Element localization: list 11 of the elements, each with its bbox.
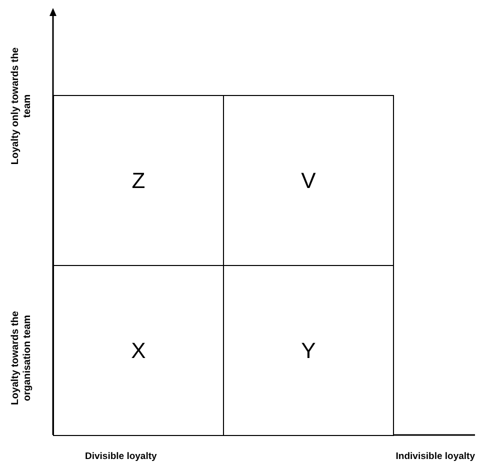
axis-label: Loyalty towards the organisation team	[10, 310, 34, 407]
axis-label: Loyalty only towards the team	[10, 46, 34, 166]
quadrant-label: Z	[132, 168, 146, 194]
quadrant-box	[53, 265, 224, 436]
quadrant-box	[223, 95, 394, 266]
quadrant-label: X	[131, 338, 146, 364]
quadrant-box	[53, 95, 224, 266]
quadrant-label: V	[301, 168, 316, 194]
axis-label: Divisible loyalty	[85, 451, 157, 462]
quadrant-label: Y	[301, 338, 316, 364]
quadrant-box	[223, 265, 394, 436]
